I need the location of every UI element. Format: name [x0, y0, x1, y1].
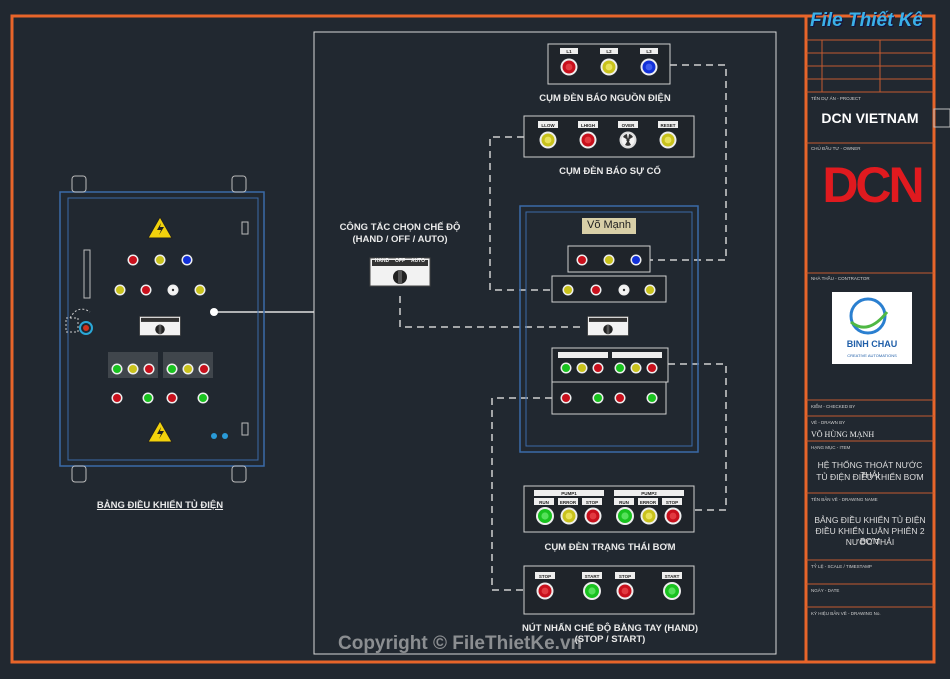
cabinet-drawing: [59, 175, 265, 483]
tb-category-2: TỦ ĐIỆN ĐIỀU KHIỂN BƠM: [816, 472, 924, 482]
tb-drawing-3: NƯỚC THẢI: [845, 537, 895, 547]
tag-stop-2: STOP: [666, 500, 678, 505]
power-lamps-drawing: [547, 43, 671, 85]
tb-company-label: TÊN DỰ ÁN - PROJECT: [811, 96, 861, 101]
tb-category-1: HỆ THỐNG THOÁT NƯỚC THẢI: [817, 460, 923, 480]
pos-off: OFF: [395, 258, 405, 264]
tag-llow: LLOW: [541, 123, 555, 128]
partner-logo-bg: [832, 292, 912, 364]
tag-start-b: START: [665, 574, 680, 579]
tag-lhigh: LHIGH: [581, 123, 595, 128]
tag-error-1: ERROR: [560, 500, 577, 505]
manual-caption-2: (STOP / START): [574, 634, 646, 645]
cabinet-caption: BẢNG ĐIỀU KHIỂN TỦ ĐIỆN: [96, 500, 224, 511]
tb-company: DCN VIETNAM: [821, 110, 919, 126]
tb-category-label: HẠNG MỤC - ITEM: [811, 445, 851, 450]
watermark-copyright: Copyright © FileThietKe.vn: [338, 633, 583, 654]
tag-pump2: PUMP2: [641, 491, 657, 496]
tag-over: OVER: [622, 123, 636, 128]
tag-l2: L2: [606, 49, 612, 54]
tb-number-label: KÝ HIỆU BẢN VẼ - DRAWING No.: [811, 611, 881, 616]
partner-name: BINH CHAU: [846, 339, 898, 349]
selector-caption-2: (HAND / OFF / AUTO): [352, 234, 448, 245]
partner-tagline: CREATIVE AUTOMATIONS: [847, 353, 897, 358]
watermark-logo: File Thiết Kế.vn: [810, 10, 922, 31]
tb-drawn-by: VÕ HÙNG MẠNH: [811, 430, 875, 439]
tb-drawing-1: BẢNG ĐIỀU KHIỂN TỦ ĐIỆN: [814, 515, 926, 525]
tag-l3: L3: [646, 49, 652, 54]
manual-buttons-drawing: [523, 565, 695, 615]
pos-hand: HAND: [375, 258, 390, 264]
door-name-tag: Võ Mạnh: [586, 219, 632, 231]
tag-run-2: RUN: [619, 500, 629, 505]
tag-stop-1: STOP: [586, 500, 598, 505]
tb-owner-label: CHỦ ĐẦU TƯ - OWNER: [811, 146, 861, 151]
manual-caption-1: NÚT NHẤN CHẾ ĐỘ BẰNG TAY (HAND): [521, 623, 699, 634]
tag-reset: RESET: [660, 123, 675, 128]
tag-start-a: START: [585, 574, 600, 579]
tb-drawn-label: VẼ - DRAWN BY: [811, 420, 846, 425]
pos-auto: AUTO: [411, 258, 425, 264]
tag-run-1: RUN: [539, 500, 549, 505]
pump-status-caption: CỤM ĐÈN TRẠNG THÁI BƠM: [544, 542, 676, 553]
dcn-logo-drawing: [816, 157, 926, 211]
fault-lamps-caption: CỤM ĐÈN BÁO SỰ CỐ: [559, 166, 661, 177]
tb-drawing-label: TÊN BẢN VẼ - DRAWING NAME: [811, 497, 878, 502]
tag-pump1: PUMP1: [561, 491, 577, 496]
tag-error-2: ERROR: [640, 500, 657, 505]
pump-status-drawing: [523, 485, 695, 533]
tb-date-label: NGÀY - DATE: [811, 588, 840, 593]
door-panel-drawing: [519, 205, 699, 453]
fault-lamps-drawing: [523, 115, 695, 158]
tag-stop-b: STOP: [619, 574, 631, 579]
tb-contractor-label: NHÀ THẦU - CONTRACTOR: [811, 276, 870, 281]
power-lamps-caption: CỤM ĐÈN BÁO NGUỒN ĐIỆN: [539, 93, 671, 104]
dcn-logo: DCN: [822, 157, 924, 213]
tag-stop-a: STOP: [539, 574, 551, 579]
tb-drawing-2: ĐIỀU KHIỂN LUÂN PHIÊN 2 BƠM: [815, 526, 925, 546]
tb-scale-label: TỶ LỆ - SCALE / TIMESTAMP: [811, 564, 872, 569]
tb-checked-label: KIỂM - CHECKED BY: [811, 404, 856, 409]
selector-caption-1: CÔNG TẮC CHỌN CHẾ ĐỘ: [339, 222, 461, 233]
tag-l1: L1: [566, 49, 572, 54]
